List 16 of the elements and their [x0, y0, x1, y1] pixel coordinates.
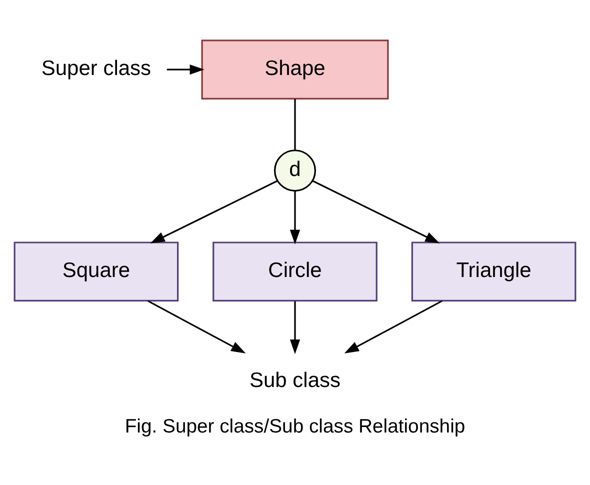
node-box: Triangle — [411, 242, 576, 302]
arrow — [290, 191, 300, 244]
node-text: Sub class — [249, 368, 341, 392]
arrow — [166, 64, 204, 75]
arrow — [312, 180, 440, 244]
node-box: Circle — [212, 242, 378, 302]
arrow — [150, 180, 278, 244]
node-box: Square — [14, 242, 179, 302]
connector — [294, 98, 296, 150]
node-text: Super class — [41, 57, 152, 80]
node-box: Shape — [201, 40, 389, 100]
caption: Fig. Super class/Sub class Relationship — [124, 416, 466, 438]
arrow — [344, 300, 442, 354]
node-circle: d — [274, 150, 316, 192]
arrow — [290, 301, 300, 354]
arrow — [148, 300, 246, 354]
